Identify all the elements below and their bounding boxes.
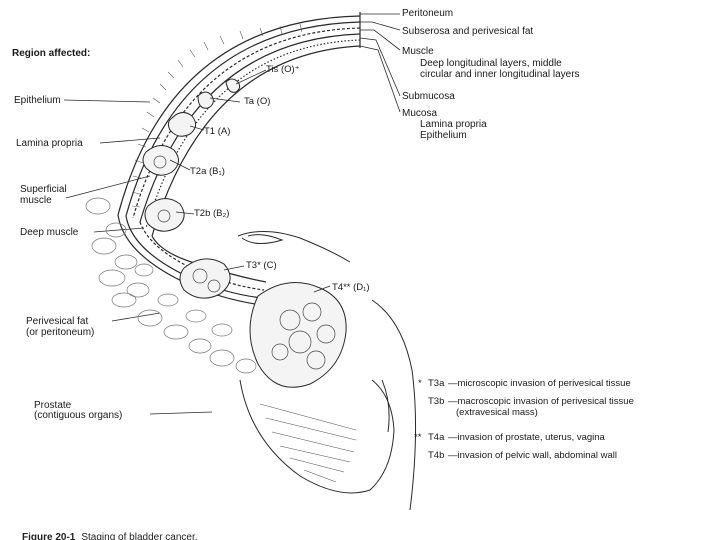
region-label-superficial-muscle-2: muscle: [20, 195, 52, 206]
ureteric-orifice: [237, 230, 351, 263]
stage-label-t1: T1 (A): [204, 126, 231, 137]
region-label-perivesical-1: Perivesical fat: [26, 316, 89, 327]
region-label-epithelium: Epithelium: [14, 95, 61, 106]
prostate-striations: [259, 403, 357, 483]
footnote-t3a-text: —microscopic invasion of perivesical tis…: [448, 378, 631, 389]
layer-label-subserosa: Subserosa and perivesical fat: [402, 26, 534, 37]
layer-label-mucosa: Mucosa: [402, 108, 438, 119]
layer-label-peritoneum: Peritoneum: [402, 8, 454, 19]
stage-label-t4: T4** (D₁): [332, 282, 370, 293]
tumor-lobule-detail: [153, 155, 336, 370]
footnote-star-2: **: [414, 432, 422, 443]
layer-label-submucosa: Submucosa: [402, 91, 455, 102]
stage-label-t2b: T2b (B₂): [194, 208, 230, 219]
stage-label-t2a: T2a (B₁): [190, 166, 225, 177]
region-label-superficial-muscle-1: Superficial: [20, 184, 67, 195]
layer-muscle-desc-2: circular and inner longitudinal layers: [420, 69, 580, 80]
figure-number: Figure 20-1: [22, 532, 76, 540]
layer-mucosa-epithelium: Epithelium: [420, 130, 467, 141]
prostate-and-pelvic-wall: [239, 299, 417, 511]
footnote-t3b-code: T3b: [428, 396, 445, 407]
footnote-star-1: *: [418, 378, 422, 389]
tumor-t1: [167, 112, 196, 137]
layer-leader-lines: [359, 13, 401, 113]
layer-muscle-desc-1: Deep longitudinal layers, middle: [420, 58, 562, 69]
footnote-t3b-text: —macroscopic invasion of perivesical tis…: [448, 396, 634, 407]
layer-label-muscle: Muscle: [402, 46, 434, 57]
footnote-t3b-sub: (extravesical mass): [456, 407, 538, 418]
region-label-prostate-2: (contiguous organs): [34, 410, 123, 421]
region-heading: Region affected:: [12, 48, 91, 59]
region-label-prostate-1: Prostate: [34, 400, 72, 411]
region-label-deep-muscle: Deep muscle: [20, 227, 79, 238]
stage-label-t3: T3* (C): [246, 260, 277, 271]
muscle-fiber-hatching: [131, 23, 303, 208]
perivesical-fat-lobules: [85, 197, 257, 374]
figure-caption: Figure 20-1 Staging of bladder cancer.: [22, 532, 198, 540]
tumor-t2b: [144, 198, 185, 232]
region-label-lamina-propria: Lamina propria: [16, 138, 83, 149]
stage-label-tis: Tis (O)⁺: [266, 64, 300, 75]
tumor-t4: [249, 282, 347, 388]
footnote-t4b-code: T4b: [428, 450, 445, 461]
footnote-t4a-text: —invasion of prostate, uterus, vagina: [448, 432, 605, 443]
tumor-t2a: [142, 145, 179, 176]
layer-mucosa-lamina-propria: Lamina propria: [420, 119, 487, 130]
figure-caption-text: Staging of bladder cancer.: [81, 532, 198, 540]
footnote-t4b-text: —invasion of pelvic wall, abdominal wall: [448, 450, 617, 461]
tumor-t3: [179, 258, 231, 299]
stage-label-ta: Ta (O): [244, 96, 271, 107]
tumor-ta: [197, 91, 214, 109]
tumor-tis: [225, 78, 241, 93]
footnote-t4a-code: T4a: [428, 432, 445, 443]
region-label-perivesical-2: (or peritoneum): [26, 327, 95, 338]
stage-pointer-lines: [169, 69, 331, 293]
footnote-t3a-code: T3a: [428, 378, 445, 389]
tumor-growths: [142, 78, 347, 388]
region-leader-lines: [63, 99, 213, 415]
